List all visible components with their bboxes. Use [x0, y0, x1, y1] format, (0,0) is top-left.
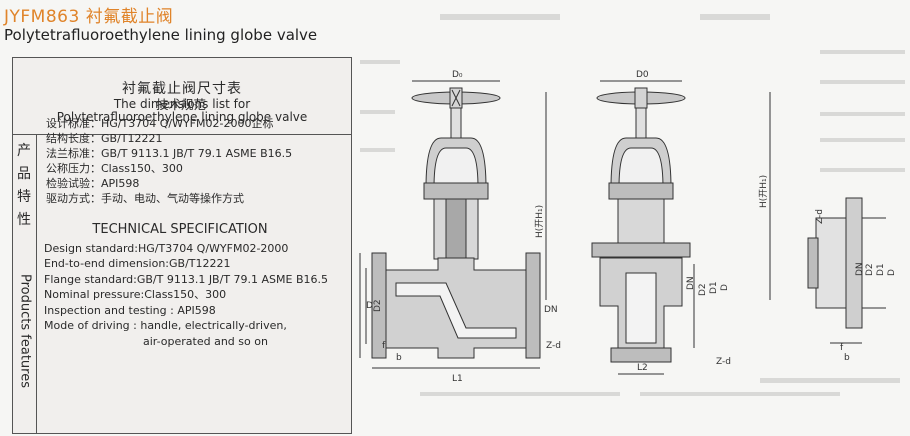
- label-d0-side: D0: [636, 70, 649, 80]
- label-f: f: [382, 341, 386, 351]
- spec-en-row: air-operated and so on: [143, 334, 268, 348]
- spec-cn-row: 驱动方式：手动、电动、气动等操作方式: [46, 192, 244, 205]
- label-d2: D2: [373, 299, 383, 312]
- label-d2-side: D2: [698, 283, 708, 296]
- label-d1-side: D1: [709, 281, 719, 294]
- spec-cn-row: 公称压力：Class150、300: [46, 162, 183, 175]
- label-zd-flange: Z-d: [815, 209, 825, 224]
- label-l2: L2: [637, 363, 648, 373]
- spec-en-row: Nominal pressure:Class150、300: [44, 288, 227, 301]
- dimensions-heading: 衬氟截止阀尺寸表 The dimensions list for Polytet…: [13, 58, 351, 135]
- side-label-cn: 产品特性: [17, 143, 31, 228]
- flange-detail-view: [807, 197, 886, 344]
- spec-en-row: End-to-end dimension:GB/T12221: [44, 257, 231, 270]
- label-d-flange: D: [887, 269, 897, 276]
- dimensions-heading-en-1: The dimensions list for: [113, 97, 251, 111]
- label-dn-side: DN: [686, 276, 696, 290]
- spec-en-row: Flange standard:GB/T 9113.1 JB/T 79.1 AS…: [44, 272, 329, 286]
- spec-en-subtitle: TECHNICAL SPECIFICATION: [92, 222, 268, 237]
- label-dn: DN: [544, 305, 558, 315]
- spec-en-row: Inspection and testing : API598: [44, 303, 216, 317]
- technical-drawing: D₀ H(开H₁) DN Z-d L1 D D2 f b D0 H(开H₁) D…: [359, 70, 897, 384]
- label-d1-flange: D1: [876, 263, 886, 276]
- label-d-side: D: [720, 284, 730, 291]
- spec-cn-row: 结构长度：GB/T12221: [46, 132, 163, 145]
- valve-side-view: [591, 80, 771, 375]
- label-h: H(开H₁): [534, 205, 545, 238]
- page-title-cn: JYFM863 衬氟截止阀: [4, 7, 174, 27]
- label-b-flange: b: [844, 353, 850, 363]
- page-title-en: Polytetrafluoroethylene lining globe val…: [4, 26, 318, 44]
- label-zd-side: Z-d: [716, 357, 731, 367]
- product-features-panel: 衬氟截止阀尺寸表 The dimensions list for Polytet…: [12, 57, 352, 434]
- spec-en-row: Design standard:HG/T3704 Q/WYFM02-2000: [44, 241, 289, 255]
- label-l1: L1: [452, 374, 463, 384]
- spec-en: TECHNICAL SPECIFICATION Design standard:…: [44, 222, 336, 349]
- spec-cn-row: 法兰标准：GB/T 9113.1 JB/T 79.1 ASME B16.5: [46, 147, 293, 160]
- valve-front-view: [359, 80, 547, 369]
- spec-cn-row: 检验试验：API598: [46, 177, 140, 190]
- label-zd: Z-d: [546, 341, 561, 351]
- label-dn-flange: DN: [855, 262, 865, 276]
- spec-cn-row: 设计标准：HG/T3704 Q/WYFM02-2000企标: [46, 117, 274, 130]
- spec-cn: 技术规范 设计标准：HG/T3704 Q/WYFM02-2000企标 结构长度：…: [46, 97, 336, 206]
- dimensions-heading-en-2: Polytetrafluoroethylene lining globe val…: [56, 110, 308, 124]
- spec-en-row: Mode of driving : handle, electrically-d…: [44, 319, 287, 332]
- dimensions-heading-cn: 衬氟截止阀尺寸表: [122, 81, 242, 97]
- label-d: D: [366, 301, 373, 311]
- side-label-en: Products features: [17, 274, 33, 388]
- label-b: b: [396, 353, 402, 363]
- spec-cn-subtitle: 技术规范: [155, 97, 206, 112]
- label-h-side: H(开H₁): [758, 175, 769, 208]
- label-d0: D₀: [452, 70, 463, 80]
- side-label: 产品特性 Products features: [13, 134, 37, 433]
- label-f-flange: f: [840, 343, 844, 353]
- label-d2-flange: D2: [865, 263, 875, 276]
